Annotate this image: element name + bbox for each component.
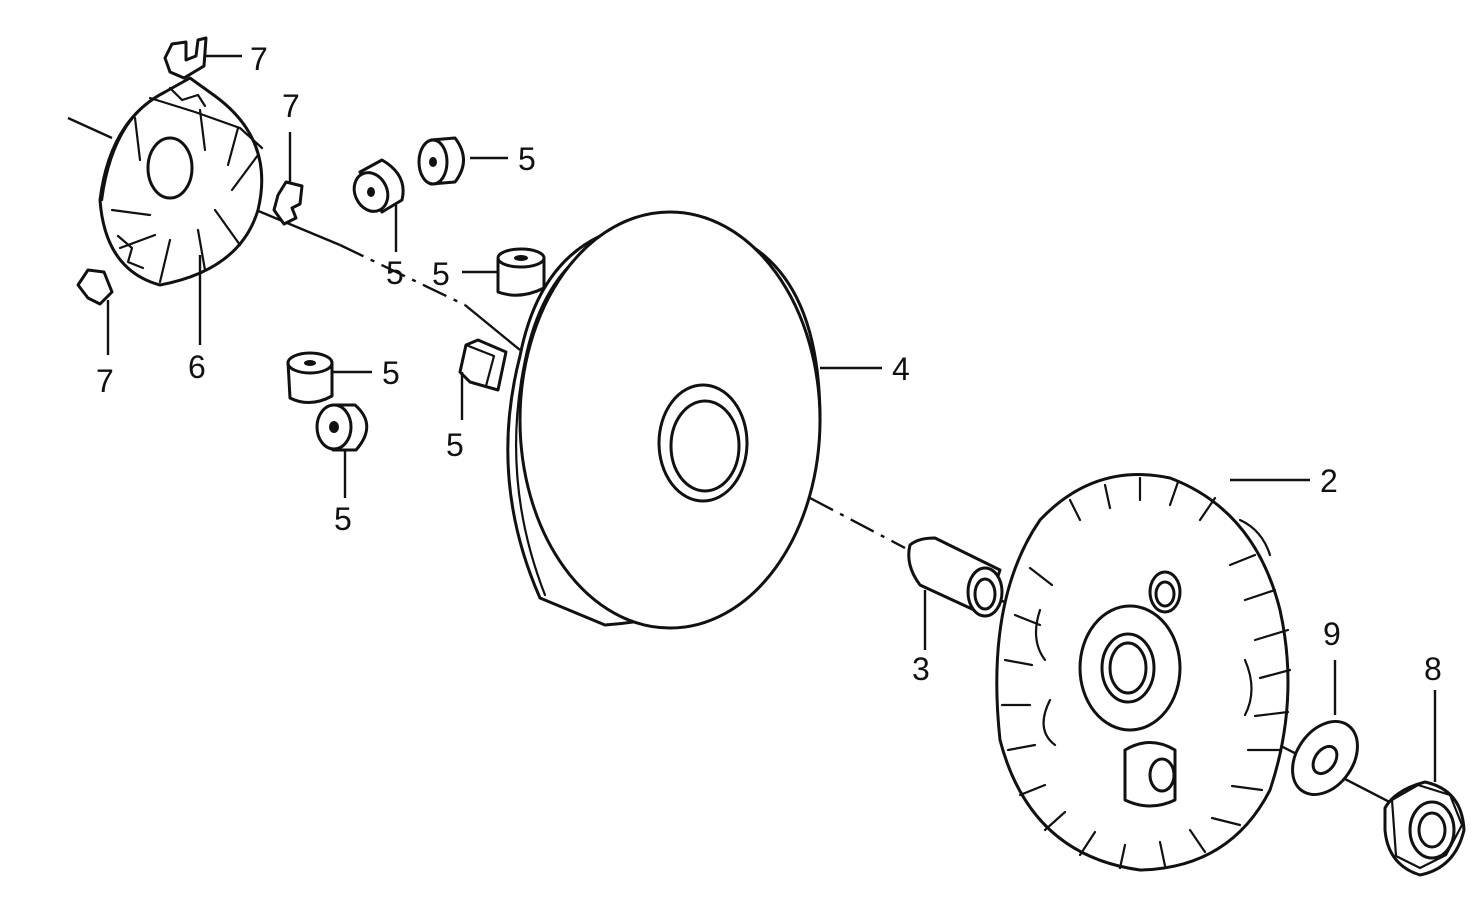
fan-face: 2 [995,463,1338,872]
roller-weight-3: 5 [432,247,546,297]
callout-4: 4 [892,351,910,387]
slider-top: 7 [163,36,268,80]
callout-7-right: 7 [282,88,300,124]
roller-weight-1: 5 [417,136,536,186]
slider-bottom: 7 [76,268,114,399]
washer: 9 [1291,616,1359,796]
slider-right: 7 [272,88,304,226]
callout-5-a: 5 [518,141,536,177]
callout-7-bottom: 7 [96,363,114,399]
roller-weight-6: 5 [446,338,508,463]
roller-weight-5: 5 [315,403,369,537]
flange-nut: 8 [1383,651,1466,877]
ramp-plate: 6 [67,76,264,385]
callout-9: 9 [1323,616,1341,652]
callout-2: 2 [1320,463,1338,499]
callout-5-c: 5 [432,256,450,292]
callout-3: 3 [912,651,930,687]
callout-6: 6 [188,349,206,385]
callout-5-d: 5 [382,355,400,391]
collar: 3 [907,536,1004,687]
callout-5-e: 5 [334,501,352,537]
callout-7-top: 7 [250,41,268,77]
callout-8: 8 [1424,651,1442,687]
callout-5-f: 5 [446,427,464,463]
roller-weight-2: 5 [352,158,405,291]
roller-weight-4: 5 [286,351,400,404]
callout-5-b: 5 [386,255,404,291]
drive-pulley: 4 [506,210,910,630]
